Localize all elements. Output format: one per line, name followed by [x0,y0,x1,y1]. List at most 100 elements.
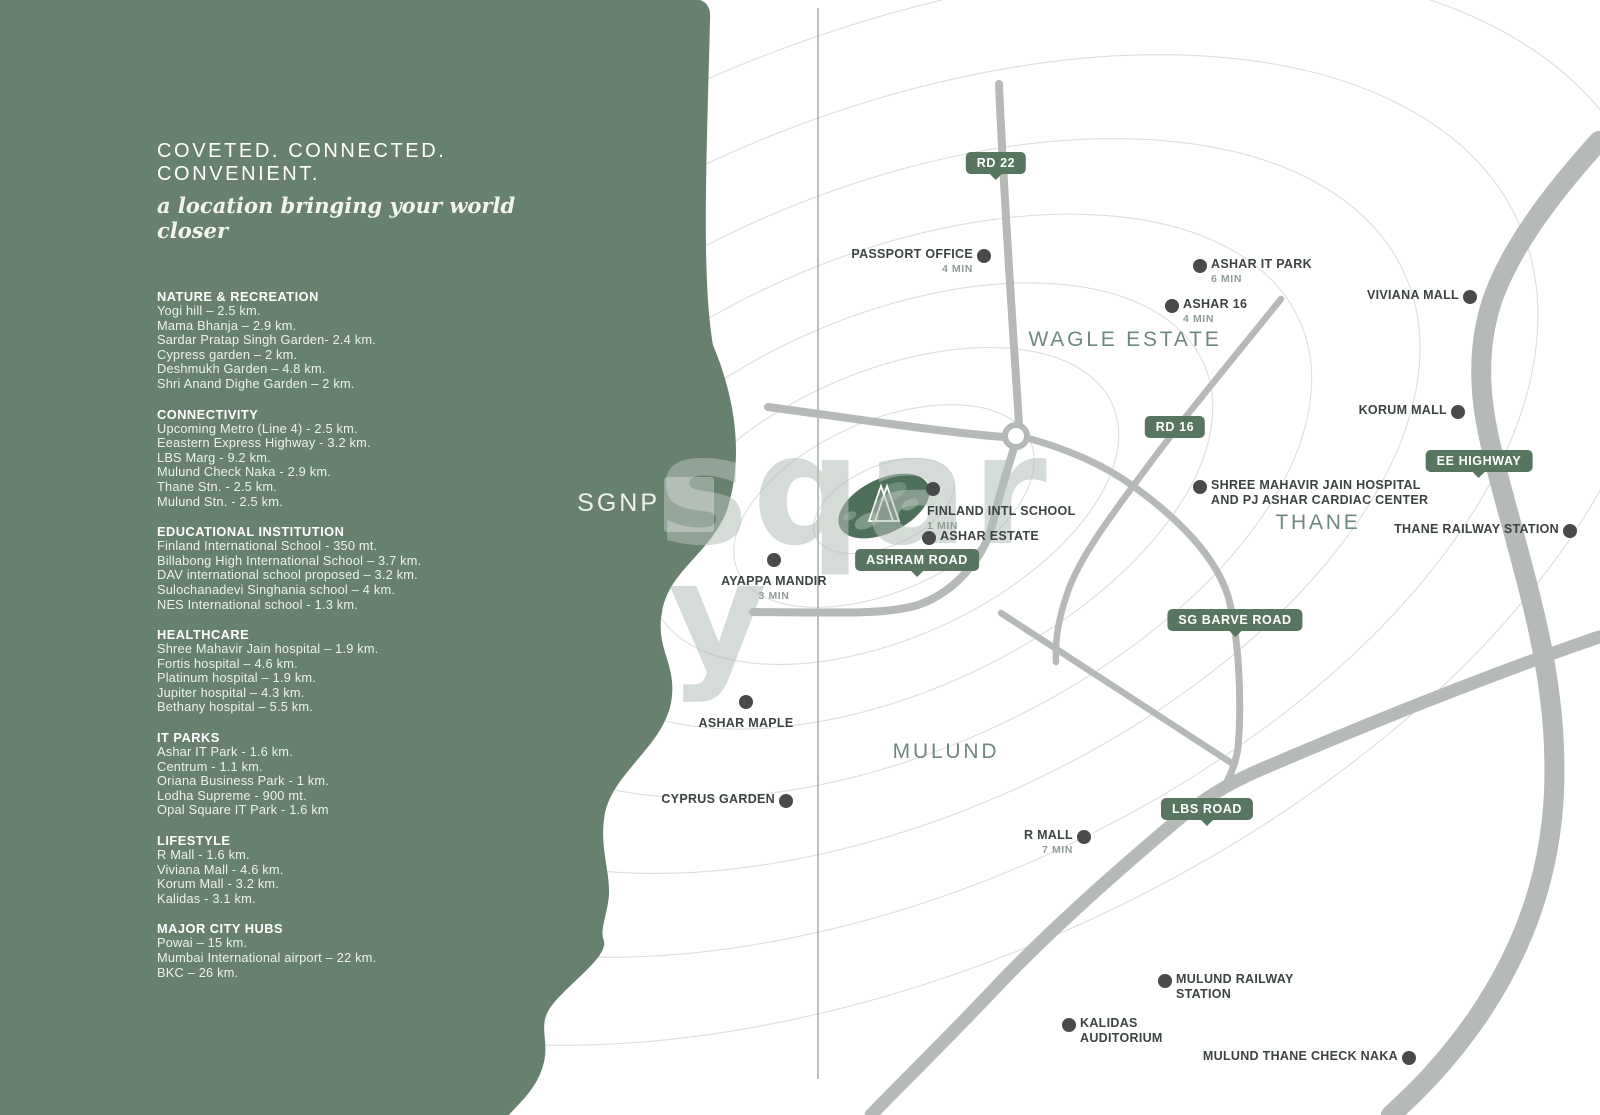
section-item: Mumbai International airport – 22 km. [157,950,377,965]
map-dot-ashar-estate [922,531,936,545]
badge-pointer-icon [1228,631,1241,637]
map-point-label: CYPRUS GARDEN [661,792,775,806]
section-item: Cypress garden – 2 km. [157,346,298,362]
road-badge-label: ASHRAM ROAD [866,553,968,567]
map-point-korum-mall: KORUM MALL [1359,403,1447,418]
page-subtitle: a location bringing your world closer [157,193,516,243]
map-point-time: 4 MIN [941,262,973,275]
section-item: Mulund Check Naka - 2.9 km. [157,464,331,480]
map-point-time: 6 MIN [1211,272,1243,285]
map-dot-mulund-thane-check-naka [1402,1051,1416,1065]
section-item: Fortis hospital – 4.6 km. [157,655,298,671]
map-point-label: SHREE MAHAVIR JAIN HOSPITAL AND PJ ASHAR… [1211,478,1429,507]
map-point-time: 1 MIN [927,519,959,532]
section-item: Yogi hill – 2.5 km. [157,303,261,318]
map-dot-thane-railway-station [1563,524,1577,538]
road-badge-label: LBS ROAD [1171,802,1243,816]
section-item: Deshmukh Garden – 4.8 km. [157,361,326,377]
map-point-label: ASHAR ESTATE [940,529,1039,543]
map-dot-ashar-16 [1165,299,1179,313]
map-point-label: KORUM MALL [1358,403,1447,417]
page-title: COVETED. CONNECTED. CONVENIENT. [157,140,447,185]
road-badge-ashram-road: ASHRAM ROAD [855,549,979,577]
project-logo-icon [867,483,901,522]
area-label-mulund: MULUND [892,740,1000,763]
map-point-label: MULUND RAILWAY STATION [1176,972,1294,1001]
map-dot-korum-mall [1451,405,1465,419]
section-item: Oriana Business Park - 1 km. [157,773,330,789]
roundabout [1002,422,1030,450]
section-item: Ashar IT Park - 1.6 km. [157,744,293,760]
section-item: DAV international school proposed – 3.2 … [157,567,418,583]
map-point-thane-railway-station: THANE RAILWAY STATION [1394,522,1559,537]
badge-pointer-icon [990,174,1002,180]
section-heading: HEALTHCARE [157,627,250,643]
section-item: Centrum - 1.1 km. [157,758,263,774]
section-item: NES International school - 1.3 km. [157,596,358,612]
section-item: Shri Anand Dighe Garden – 2 km. [157,375,355,391]
watermark-line1: sqar [658,402,1051,579]
map-dot-kalidas [1062,1018,1076,1032]
map-point-label: THANE RAILWAY STATION [1394,522,1559,536]
badge-pointer-icon [911,571,923,577]
badge-pointer-icon [1472,472,1485,478]
watermark-line2: y [668,528,772,705]
map-point-label: KALIDAS AUDITORIUM [1080,1016,1163,1045]
road-badge-sg-barve-road: SG BARVE ROAD [1167,609,1303,637]
green-panel-shape [0,0,736,1115]
map-point-mulund-thane-check-naka: MULUND THANE CHECK NAKA [1203,1049,1398,1064]
map-point-ashar-estate: ASHAR ESTATE [940,529,1039,544]
sgnp-marker-square [664,477,714,532]
map-point-label: VIVIANA MALL [1366,288,1459,302]
map-dot-passport-office [977,249,991,263]
road-badge-rd-16: RD 16 [1144,416,1206,438]
map-point-kalidas: KALIDAS AUDITORIUM [1080,1016,1163,1046]
section-heading: CONNECTIVITY [157,406,259,422]
section-item: Thane Stn. - 2.5 km. [157,478,277,494]
road-badge-label: RD 16 [1155,420,1195,434]
map-dot-viviana-mall [1463,290,1477,304]
map-point-time: 3 MIN [758,589,790,602]
map-point-label: ASHAR MAPLE [698,716,794,730]
map-point-time: 4 MIN [1183,312,1215,325]
map-point-label: AYAPPA MANDIR [721,574,827,588]
map-dot-mulund-railway [1158,974,1172,988]
map-point-label: FINLAND INTL SCHOOL [927,504,1076,518]
road-badge-rd-22: RD 22 [965,152,1027,180]
badge-pointer-icon [1200,820,1213,826]
section-item: Sulochanadevi Singhania school – 4 km. [157,581,396,597]
area-label-thane: THANE [1275,511,1361,534]
map-point-label: MULUND THANE CHECK NAKA [1202,1049,1398,1063]
map-dot-cyprus-garden [779,794,793,808]
road-badge-lbs-road: LBS ROAD [1160,798,1254,826]
map-dot-r-mall [1077,830,1091,844]
map-point-label: R MALL [1023,828,1073,842]
section-item: LBS Marg - 9.2 km. [157,449,271,465]
section-heading: NATURE & RECREATION [157,289,319,304]
map-point-label: ASHAR IT PARK [1211,257,1312,271]
section-item: Kalidas - 3.1 km. [157,890,256,906]
section-item: Sardar Pratap Singh Garden- 2.4 km. [157,332,376,348]
map-point-viviana-mall: VIVIANA MALL [1367,288,1459,303]
section-heading: IT PARKS [157,730,220,746]
section-item: Eeastern Express Highway - 3.2 km. [157,435,371,451]
area-label-wagle-estate: WAGLE ESTATE [1028,328,1222,351]
map-point-label: ASHAR 16 [1183,297,1248,311]
section-item: Platinum hospital – 1.9 km. [157,670,317,686]
map-dot-ashar-maple [739,695,753,709]
map-dot-ashar-it-park [1193,259,1207,273]
section-item: Shree Mahavir Jain hospital – 1.9 km. [157,641,379,657]
